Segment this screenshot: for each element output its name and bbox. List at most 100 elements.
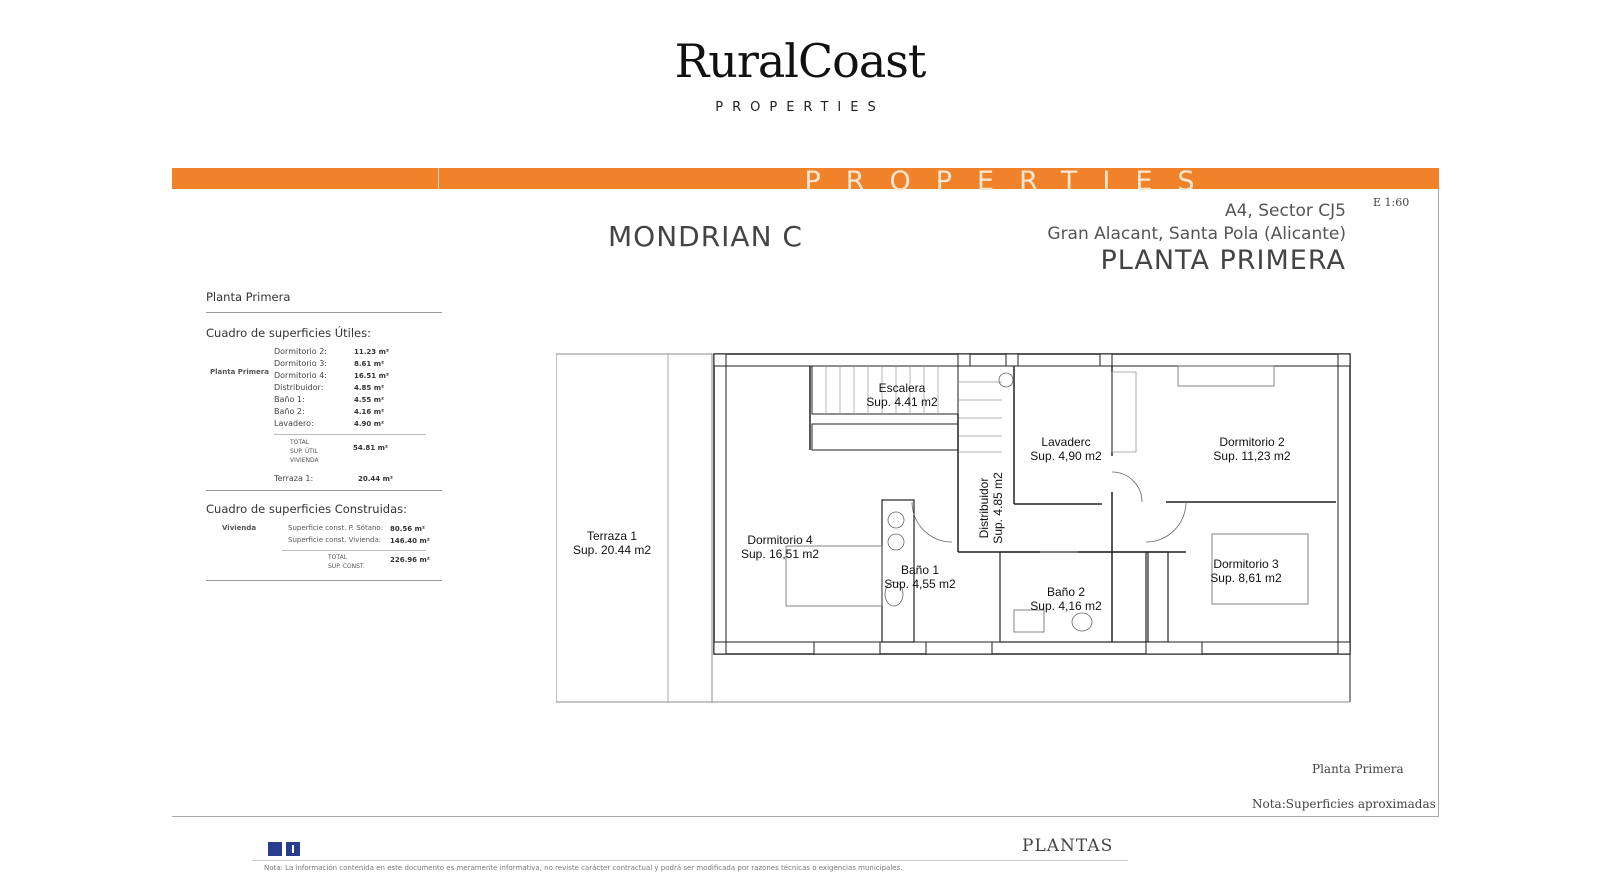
room-area: Sup. 20.44 m2 xyxy=(573,543,651,557)
address-line-2: Gran Alacant, Santa Pola (Alicante) xyxy=(1047,224,1346,244)
wall-segment xyxy=(1145,641,1203,655)
wall-segment xyxy=(925,641,993,655)
closet xyxy=(1145,551,1169,643)
brand-subtitle: PROPERTIES xyxy=(715,100,885,115)
room-area: Sup. 4.85 m2 xyxy=(991,472,1005,544)
row-label: Baño 2: xyxy=(274,407,305,416)
scale-label: E 1:60 xyxy=(1373,196,1410,209)
divider xyxy=(206,580,442,581)
sheet-frame xyxy=(172,168,1439,817)
surface-note: Nota:Superficies aproximadas xyxy=(1252,797,1436,811)
legal-disclaimer: Nota: La información contenida en este d… xyxy=(264,864,903,872)
bed xyxy=(1211,533,1309,605)
door-swing xyxy=(911,501,953,543)
terrace-value: 20.44 m² xyxy=(358,475,393,483)
room-area: Sup. 4,16 m2 xyxy=(1030,599,1102,613)
row-label: Baño 1: xyxy=(274,395,305,404)
row-value: 11.23 m² xyxy=(354,348,389,356)
column xyxy=(1005,353,1019,367)
machine xyxy=(998,372,1014,388)
bed xyxy=(1177,365,1275,387)
terrace-outline xyxy=(556,353,713,703)
room-name: Dormitorio 4 xyxy=(747,533,813,547)
divider xyxy=(274,434,426,435)
stair-block xyxy=(811,423,959,451)
room-area: Sup. 4,55 m2 xyxy=(884,577,956,591)
row-value: 4.85 m² xyxy=(354,384,385,392)
built-row-value: 146.40 m² xyxy=(390,537,430,545)
divider xyxy=(206,312,442,313)
room-name: Terraza 1 xyxy=(587,529,637,543)
useful-surfaces-title: Cuadro de superficies Útiles: xyxy=(206,326,371,340)
footer-divider xyxy=(252,860,1128,861)
logo-square xyxy=(286,842,300,856)
sink xyxy=(887,533,905,551)
row-value: 4.16 m² xyxy=(354,408,385,416)
total-label: VIVIENDA xyxy=(290,457,319,464)
sink xyxy=(1013,609,1045,633)
group-label: Planta Primera xyxy=(210,368,269,376)
built-row-label: Superficie const. Vivienda: xyxy=(288,536,382,544)
bar-divider xyxy=(438,168,439,189)
room-name: Baño 1 xyxy=(901,563,939,577)
room-area: Sup. 16,51 m2 xyxy=(741,547,819,561)
toilet xyxy=(1071,612,1093,632)
stair-block xyxy=(811,365,959,415)
column xyxy=(957,353,971,367)
row-label: Dormitorio 3: xyxy=(274,359,327,368)
stair-steps xyxy=(825,366,1002,453)
row-value: 4.90 m² xyxy=(354,420,385,428)
built-total-label: TOTAL xyxy=(328,554,348,561)
brand-logo: RuralCoast xyxy=(674,34,927,88)
built-surfaces-title: Cuadro de superficies Construidas: xyxy=(206,502,408,516)
floor-plan: Escalera Sup. 4.41 m2 Lavaderc Sup. 4,90… xyxy=(556,353,1351,703)
room-name: Distribuidor xyxy=(977,478,991,539)
room-area: Sup. 11,23 m2 xyxy=(1213,449,1290,463)
row-label: Distribuidor: xyxy=(274,383,324,392)
row-label: Dormitorio 4: xyxy=(274,371,327,380)
closet xyxy=(1111,371,1137,453)
door-swing xyxy=(1111,471,1143,503)
column xyxy=(1337,641,1351,655)
room-name: Lavaderc xyxy=(1041,435,1090,449)
room-name: Dormitorio 3 xyxy=(1213,557,1279,571)
terrace-label: Terraza 1: xyxy=(274,474,314,483)
room-name: Baño 2 xyxy=(1047,585,1085,599)
room-name: Escalera xyxy=(879,381,926,395)
divider xyxy=(282,550,426,551)
built-total-value: 226.96 m² xyxy=(390,556,430,564)
door-swing xyxy=(1145,501,1187,543)
total-label: TOTAL xyxy=(290,439,310,446)
room-name: Dormitorio 2 xyxy=(1219,435,1285,449)
row-label: Dormitorio 2: xyxy=(274,347,327,356)
built-total-label: SUP. CONST. xyxy=(328,563,365,570)
total-label: SUP. ÚTIL xyxy=(290,448,318,455)
column xyxy=(1337,353,1351,367)
column xyxy=(1099,353,1113,367)
row-label: Lavadero: xyxy=(274,419,314,428)
footer-logo xyxy=(268,842,304,861)
bath-2-wall xyxy=(999,551,1149,643)
accent-bar: PROPERTIES xyxy=(172,167,1439,197)
project-title: MONDRIAN C xyxy=(608,220,803,253)
logo-square xyxy=(268,842,282,856)
section-label: PLANTAS xyxy=(1022,836,1114,856)
sidebar-heading: Planta Primera xyxy=(206,290,291,304)
sink xyxy=(887,511,905,529)
built-row-label: Superficie const. P. Sótano: xyxy=(288,524,384,532)
toilet xyxy=(884,581,904,607)
plan-caption: Planta Primera xyxy=(1312,762,1404,776)
outer-wall xyxy=(713,353,1351,655)
room-area: Sup. 8,61 m2 xyxy=(1210,571,1282,585)
row-value: 8.61 m² xyxy=(354,360,385,368)
column xyxy=(713,641,727,655)
built-row-value: 80.56 m² xyxy=(390,525,425,533)
floor-title: PLANTA PRIMERA xyxy=(1100,245,1346,276)
address-line-1: A4, Sector CJ5 xyxy=(1224,201,1346,221)
column xyxy=(713,353,727,367)
divider xyxy=(206,490,442,491)
bar-watermark: PROPERTIES xyxy=(804,166,1220,197)
room-area: Sup. 4.41 m2 xyxy=(866,395,938,409)
wall-segment xyxy=(813,641,881,655)
room-area: Sup. 4,90 m2 xyxy=(1030,449,1102,463)
